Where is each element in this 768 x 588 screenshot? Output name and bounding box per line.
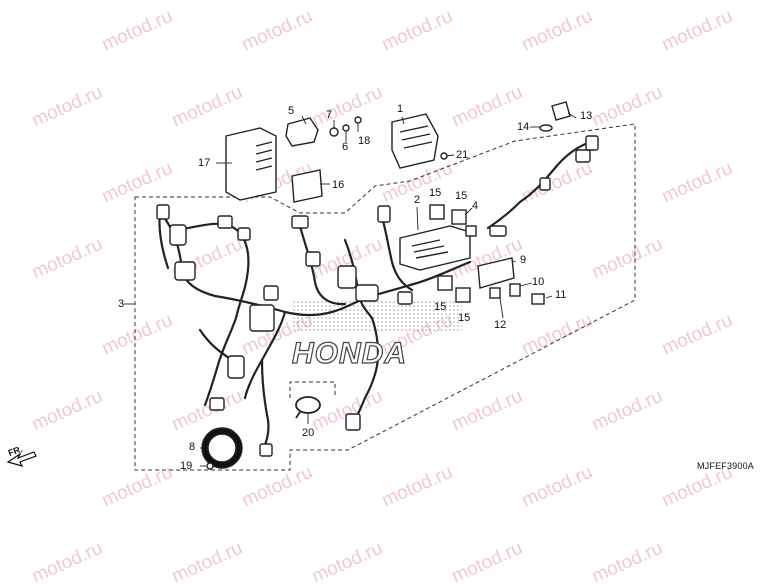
callout-19: 19 [180, 460, 193, 472]
callout-7: 7 [326, 109, 333, 121]
relay-block [399, 204, 545, 305]
callout-9: 9 [520, 254, 527, 266]
callout-2: 2 [414, 194, 421, 206]
callout-6: 6 [342, 141, 349, 153]
harness-connectors [156, 135, 599, 457]
callout-15-c: 15 [434, 301, 447, 313]
callout-14: 14 [517, 121, 530, 133]
callout-11: 11 [555, 289, 567, 301]
assembly-boundary-dashed [134, 123, 636, 471]
callout-12: 12 [494, 319, 507, 331]
callout-5: 5 [288, 105, 295, 117]
callout-17: 17 [198, 157, 211, 169]
horn-part [201, 427, 243, 470]
callout-15-a: 15 [429, 187, 442, 199]
diagram-drawing [6, 101, 636, 471]
diagram-code: MJFEF3900A [696, 461, 754, 471]
callout-1: 1 [397, 103, 404, 115]
leader-lines [124, 112, 577, 467]
callout-15-d: 15 [458, 312, 471, 324]
clamp-part [295, 396, 321, 419]
part-20-box-dashed [289, 381, 336, 398]
callout-15-b: 15 [455, 190, 468, 202]
front-arrow-icon [6, 451, 37, 467]
callout-13: 13 [580, 110, 593, 122]
callout-3: 3 [118, 298, 125, 310]
callout-18: 18 [358, 135, 371, 147]
callout-4: 4 [472, 200, 479, 212]
control-units [225, 101, 571, 203]
callout-10: 10 [532, 276, 545, 288]
honda-plate [292, 300, 462, 332]
honda-logo-outline: HONDA [291, 336, 407, 370]
callout-21: 21 [456, 149, 469, 161]
callout-16: 16 [332, 179, 345, 191]
callout-20: 20 [302, 427, 315, 439]
callout-8: 8 [189, 441, 196, 453]
